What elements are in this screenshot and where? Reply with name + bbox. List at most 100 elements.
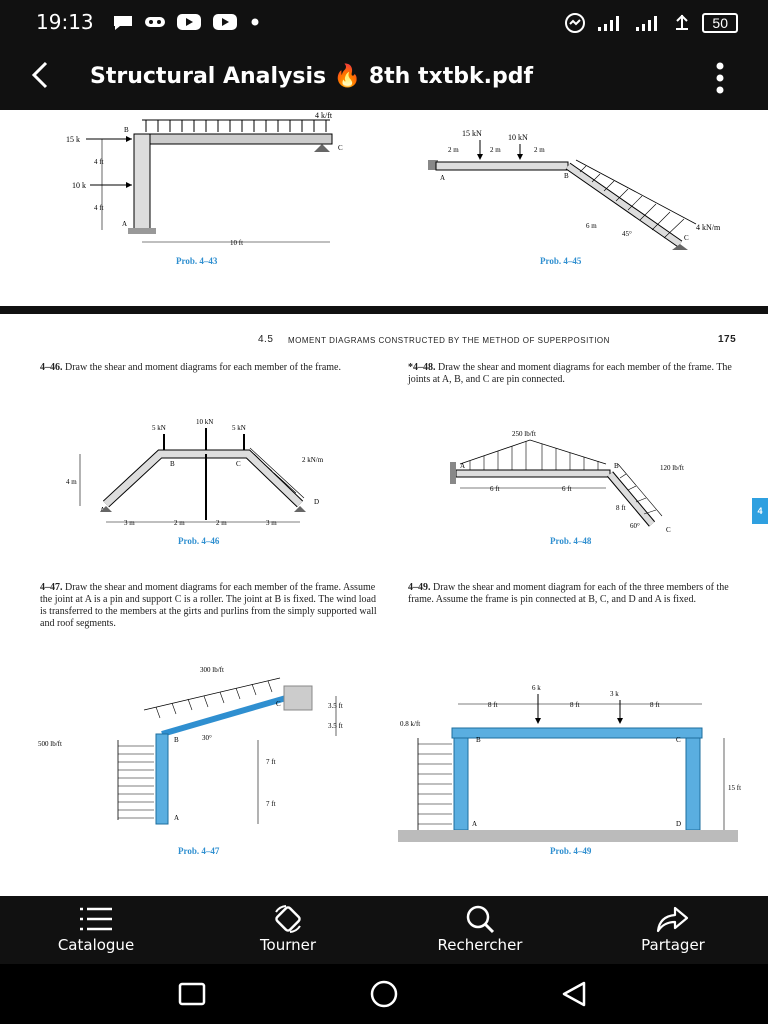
document-title: Structural Analysis 🔥 8th txtbk.pdf [90, 64, 534, 89]
point-d: D [314, 498, 319, 506]
dim-8ft: 8 ft [616, 504, 626, 512]
point-b: B [476, 736, 481, 744]
dim-8ft-2: 8 ft [570, 701, 580, 709]
dim-2m-1: 2 m [448, 146, 459, 154]
dim-3m-1: 3 m [124, 519, 135, 527]
load-2knm: 2 kN/m [302, 456, 324, 464]
point-d: D [676, 820, 681, 828]
rechercher-button[interactable]: Rechercher [424, 904, 536, 954]
dim-7ft-1: 7 ft [266, 758, 276, 766]
figure-prob-4-49: 6 k 3 k 8 ft 8 ft 8 ft 0.8 k/ft B C A D … [398, 684, 741, 842]
load-250lbft: 250 lb/ft [512, 430, 536, 438]
point-b: B [614, 462, 619, 470]
more-options-icon[interactable] [716, 62, 724, 94]
dim-4ft-2: 4 ft [94, 204, 104, 212]
figure-prob-4-45: 15 kN 10 kN 2 m 2 m 2 m A B C 6 m 45° 4 … [428, 129, 721, 250]
problem-4-48: *4–48. Draw the shear and moment diagram… [408, 362, 746, 386]
problem-number: *4–48. [408, 362, 436, 373]
catalogue-label: Catalogue [57, 936, 135, 954]
pdf-page-174[interactable]: 4 k/ft B C A 15 k 10 k 4 ft 4 ft 10 ft P… [0, 110, 768, 306]
section-number: 4.5 [258, 334, 274, 345]
problem-text: Draw the shear and moment diagrams for e… [65, 362, 341, 373]
bottom-toolbar: Catalogue Tourner Rechercher Partager [0, 896, 768, 964]
load-0-8kft: 0.8 k/ft [400, 720, 420, 728]
back-arrow-icon[interactable] [24, 58, 58, 92]
dim-10ft: 10 ft [230, 239, 243, 247]
signal-icon [598, 16, 620, 31]
app-bar: Structural Analysis 🔥 8th txtbk.pdf [0, 44, 768, 110]
page-separator [0, 306, 768, 314]
battery-indicator: 50 [702, 13, 738, 33]
dim-3m-2: 3 m [266, 519, 277, 527]
catalogue-button[interactable]: Catalogue [48, 904, 144, 954]
rechercher-label: Rechercher [437, 936, 523, 954]
youtube-icon-2 [213, 14, 237, 30]
point-c: C [666, 526, 671, 534]
point-b: B [174, 736, 179, 744]
problem-number: 4–46. [40, 362, 63, 373]
problem-text: Draw the shear and moment diagram for ea… [408, 582, 729, 605]
point-b: B [170, 460, 175, 468]
share-icon [656, 906, 689, 933]
gamepad-icon [145, 17, 165, 27]
system-icons: 50 [564, 12, 738, 34]
problem-4-49: 4–49. Draw the shear and moment diagram … [408, 582, 746, 606]
system-navigation-bar [0, 964, 768, 1024]
chat-icon [114, 16, 132, 30]
point-b: B [564, 172, 569, 180]
point-a: A [460, 462, 465, 470]
section-title: Moment Diagrams Constructed by the Metho… [288, 336, 610, 345]
point-c: C [676, 736, 681, 744]
force-3k: 3 k [610, 690, 619, 698]
pdf-page-175[interactable]: 4.5 Moment Diagrams Constructed by the M… [0, 314, 768, 896]
rotate-icon [275, 905, 301, 933]
caption-prob-4-47: Prob. 4–47 [178, 846, 220, 856]
problem-4-46: 4–46. Draw the shear and moment diagrams… [40, 362, 378, 374]
angle-45: 45° [622, 230, 632, 238]
figure-prob-4-46: 5 kN 10 kN 5 kN 2 kN/m B C A D 4 m 3 m 2… [66, 418, 324, 527]
dim-4m: 4 m [66, 478, 77, 486]
figure-prob-4-48: 250 lb/ft 120 lb/ft A B C 6 ft 6 ft 8 ft… [450, 430, 684, 534]
load-300lbft: 300 lb/ft [200, 666, 224, 674]
load-120lbft: 120 lb/ft [660, 464, 684, 472]
recent-apps-icon[interactable] [176, 980, 210, 1008]
point-c: C [236, 460, 241, 468]
caption-prob-4-46: Prob. 4–46 [178, 536, 220, 546]
dim-2m-3: 2 m [534, 146, 545, 154]
chapter-tab: 4 [752, 498, 768, 524]
tourner-button[interactable]: Tourner [246, 904, 330, 954]
force-6k: 6 k [532, 684, 541, 692]
problem-text: Draw the shear and moment diagrams for e… [40, 582, 377, 629]
caption-prob-4-49: Prob. 4–49 [550, 846, 592, 856]
page-number: 175 [718, 334, 737, 345]
dim-6ft-1: 6 ft [490, 485, 500, 493]
data-saver-icon [565, 13, 586, 33]
force-10kn: 10 kN [508, 133, 528, 142]
notification-icons [112, 13, 262, 31]
caption-prob-4-48: Prob. 4–48 [550, 536, 592, 546]
dim-2m-2: 2 m [490, 146, 501, 154]
problem-4-47: 4–47. Draw the shear and moment diagrams… [40, 582, 378, 630]
system-back-icon[interactable] [558, 980, 592, 1008]
angle-60: 60° [630, 522, 640, 530]
force-10kn: 10 kN [196, 418, 213, 426]
dim-7ft-2: 7 ft [266, 800, 276, 808]
signal-icon-2 [636, 16, 658, 31]
status-bar: 19:13 50 [0, 0, 768, 44]
angle-30: 30° [202, 734, 212, 742]
force-5kn-2: 5 kN [232, 424, 246, 432]
load-label: 4 k/ft [315, 111, 333, 120]
figure-prob-4-43: 4 k/ft B C A 15 k 10 k 4 ft 4 ft 10 ft [66, 111, 343, 247]
problem-number: 4–47. [40, 582, 63, 593]
load-4knm: 4 kN/m [696, 223, 721, 232]
point-c: C [338, 144, 343, 152]
point-a: A [122, 220, 127, 228]
partager-button[interactable]: Partager [628, 904, 718, 954]
point-a: A [174, 814, 179, 822]
dim-6ft-2: 6 ft [562, 485, 572, 493]
dot-icon [251, 18, 259, 26]
dim-8ft-3: 8 ft [650, 701, 660, 709]
status-time: 19:13 [36, 10, 94, 34]
tourner-label: Tourner [259, 936, 317, 954]
home-icon[interactable] [366, 980, 402, 1008]
